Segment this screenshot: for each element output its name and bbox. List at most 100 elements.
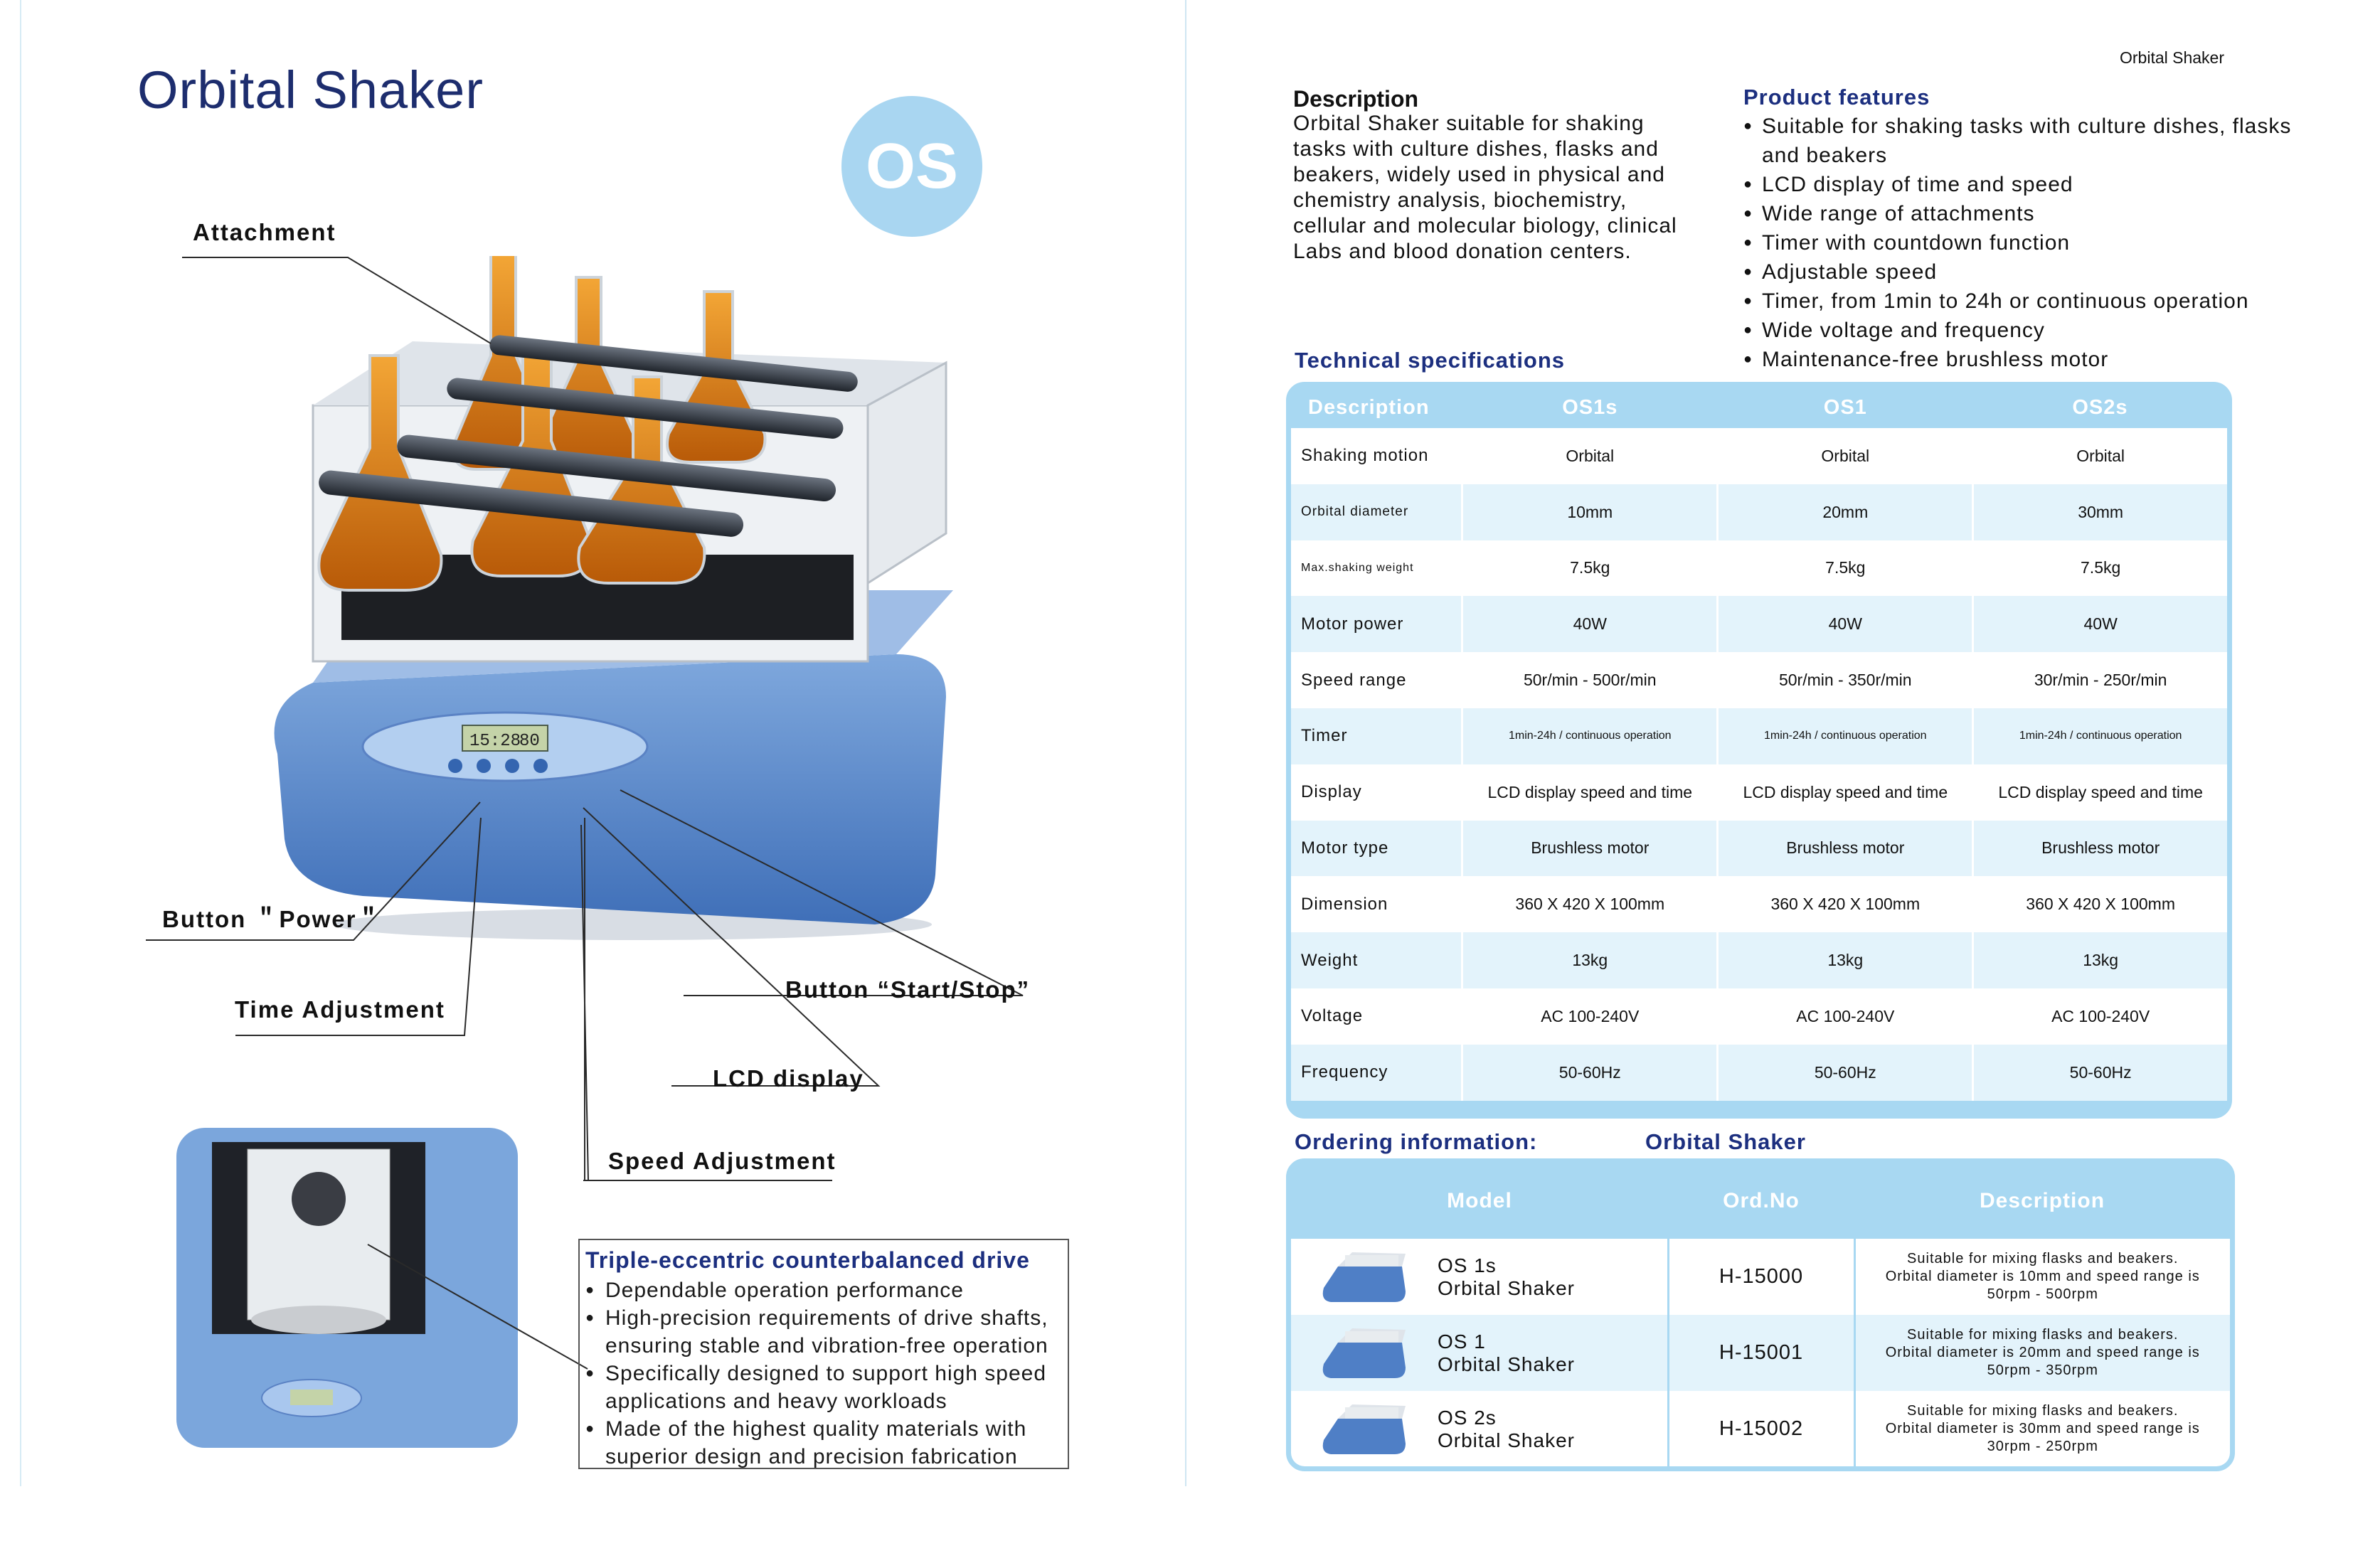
row-label: Weight <box>1291 932 1462 988</box>
table-cell: LCD display speed and time <box>1716 764 1973 821</box>
table-cell: Brushless motor <box>1972 820 2227 877</box>
table-cell: 50-60Hz <box>1461 1044 1718 1101</box>
table-cell: 10mm <box>1461 484 1718 540</box>
row-label: Motor type <box>1291 820 1462 877</box>
product-thumbnail <box>1322 1252 1406 1302</box>
model-name: Orbital Shaker <box>1438 1276 1575 1299</box>
desc-line: 50rpm - 350rpm <box>1987 1362 2098 1378</box>
page-title: Orbital Shaker <box>137 60 484 119</box>
table-cell: Orbital <box>1461 428 1718 484</box>
table-cell: 1min-24h / continuous operation <box>1716 708 1973 764</box>
description-text: Orbital Shaker suitable for shaking task… <box>1293 112 1677 263</box>
ordering-heading: Ordering information: <box>1295 1129 1538 1154</box>
table-cell: 7.5kg <box>1461 540 1718 597</box>
order-number: H-15000 <box>1667 1239 1854 1315</box>
table-cell: 360 X 420 X 100mm <box>1716 876 1973 933</box>
desc-line: Orbital diameter is 10mm and speed range… <box>1885 1269 2200 1284</box>
list-item: LCD display of time and speed <box>1743 170 2298 199</box>
row-label: Display <box>1291 764 1462 821</box>
list-item: Made of the highest quality materials wi… <box>585 1415 1061 1471</box>
table-cell: 50r/min - 500r/min <box>1461 652 1718 708</box>
list-item: Adjustable speed <box>1743 257 2298 287</box>
table-cell: 1min-24h / continuous operation <box>1461 708 1718 764</box>
list-item: Timer with countdown function <box>1743 228 2298 257</box>
product-thumbnail <box>1322 1328 1406 1378</box>
os-badge: OS <box>841 96 982 237</box>
table-cell: Brushless motor <box>1461 820 1718 877</box>
row-label: Shaking motion <box>1291 428 1462 484</box>
features-list: Suitable for shaking tasks with culture … <box>1743 112 2298 374</box>
table-cell: 50-60Hz <box>1972 1044 2227 1101</box>
row-label: Motor power <box>1291 596 1462 653</box>
list-item: Wide voltage and frequency <box>1743 316 2298 345</box>
header-cell: Description <box>1291 387 1462 428</box>
model-name: Orbital Shaker <box>1438 1429 1575 1451</box>
header-cell: OS1s <box>1462 387 1718 428</box>
model-code: OS 2s <box>1438 1406 1497 1429</box>
header-cell: Model <box>1291 1163 1668 1239</box>
table-cell: 50-60Hz <box>1716 1044 1973 1101</box>
lcd-time: 15:28 <box>469 732 521 751</box>
table-cell: 13kg <box>1461 932 1718 988</box>
product-thumbnail <box>1322 1404 1406 1454</box>
lcd-speed: 80 <box>519 732 540 751</box>
features-heading: Product features <box>1743 85 1930 110</box>
row-label: Dimension <box>1291 876 1462 933</box>
table-cell: 40W <box>1972 596 2227 653</box>
callout-time-adjustment: Time Adjustment <box>235 996 445 1023</box>
table-cell: 40W <box>1716 596 1973 653</box>
order-number: H-15001 <box>1667 1315 1854 1391</box>
right-page <box>1185 0 2353 1486</box>
list-item: Suitable for shaking tasks with culture … <box>1743 112 2298 170</box>
model-code: OS 1s <box>1438 1254 1497 1276</box>
row-label: Voltage <box>1291 988 1462 1045</box>
desc-line: 50rpm - 500rpm <box>1987 1286 2098 1302</box>
header-cell: OS2s <box>1972 387 2227 428</box>
row-label: Frequency <box>1291 1044 1462 1101</box>
header-cell: OS1 <box>1717 387 1973 428</box>
order-description: Suitable for mixing flasks and beakers.O… <box>1853 1315 2230 1391</box>
drive-info-box: Triple-eccentric counterbalanced drive D… <box>578 1239 1069 1469</box>
callout-lcd-display: LCD display <box>713 1065 864 1092</box>
list-item: Maintenance-free brushless motor <box>1743 345 2298 374</box>
table-cell: 360 X 420 X 100mm <box>1461 876 1718 933</box>
table-cell: 1min-24h / continuous operation <box>1972 708 2227 764</box>
table-cell: 30mm <box>1972 484 2227 540</box>
callout-start-stop-button: Button “Start/Stop” <box>785 976 1031 1003</box>
row-label: Speed range <box>1291 652 1462 708</box>
orbital-shaker-image: 15:28 80 <box>274 256 953 940</box>
table-cell: Orbital <box>1972 428 2227 484</box>
desc-line: Suitable for mixing flasks and beakers. <box>1907 1403 2179 1419</box>
ordering-product: Orbital Shaker <box>1645 1129 1806 1154</box>
specs-heading: Technical specifications <box>1295 348 1566 373</box>
list-item: High-precision requirements of drive sha… <box>585 1304 1061 1360</box>
row-label: Timer <box>1291 708 1462 764</box>
callout-power-button: Button ＂Power＂ <box>162 906 382 932</box>
list-item: Timer, from 1min to 24h or continuous op… <box>1743 287 2298 316</box>
running-header: Orbital Shaker <box>2120 48 2225 67</box>
drive-list: Dependable operation performance High-pr… <box>585 1276 1061 1471</box>
table-cell: AC 100-240V <box>1461 988 1718 1045</box>
order-description: Suitable for mixing flasks and beakers.O… <box>1853 1239 2230 1315</box>
order-number: H-15002 <box>1667 1391 1854 1466</box>
table-cell: Orbital <box>1716 428 1973 484</box>
callout-attachment: Attachment <box>193 219 336 245</box>
table-cell: LCD display speed and time <box>1461 764 1718 821</box>
table-cell: 7.5kg <box>1716 540 1973 597</box>
model-name: Orbital Shaker <box>1438 1353 1575 1375</box>
model-code: OS 1 <box>1438 1330 1486 1353</box>
